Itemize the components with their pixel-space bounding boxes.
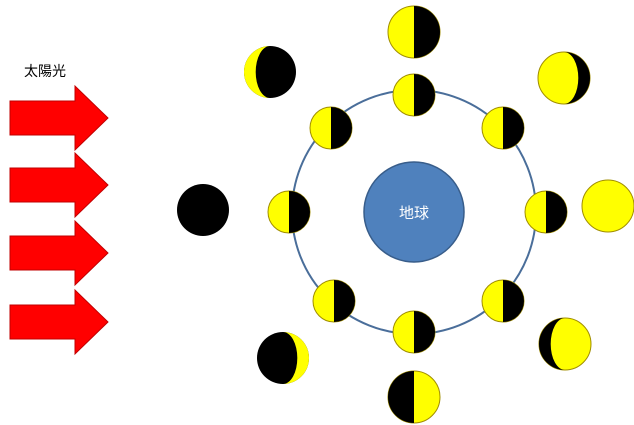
phase-waxing-gibbous (244, 46, 296, 98)
sunlight-arrow (10, 221, 108, 285)
sunlight-arrow (10, 290, 108, 354)
sunlight-arrows (10, 86, 108, 354)
sunlight-arrow (10, 153, 108, 217)
phase-first-quarter (388, 6, 440, 58)
orbit-moon-top (393, 74, 435, 116)
phase-full-moon (582, 180, 634, 232)
phase-waning-gibbous (539, 318, 591, 370)
phase-waxing-crescent (538, 52, 590, 104)
sunlight-arrow (10, 86, 108, 150)
orbit-moon-left (268, 191, 310, 233)
earth-label: 地球 (399, 204, 429, 222)
orbit-moon-top-left (310, 107, 352, 149)
phase-new-moon (177, 184, 229, 236)
phase-waning-crescent (257, 332, 309, 384)
phase-last-quarter (388, 371, 440, 423)
sunlight-label: 太陽光 (24, 64, 66, 80)
orbit-moon-right (525, 191, 567, 233)
orbit-moon-top-right (482, 107, 524, 149)
orbit-moon-bottom-right (482, 280, 524, 322)
orbit-moon-bottom (393, 311, 435, 353)
orbit-moon-bottom-left (313, 280, 355, 322)
